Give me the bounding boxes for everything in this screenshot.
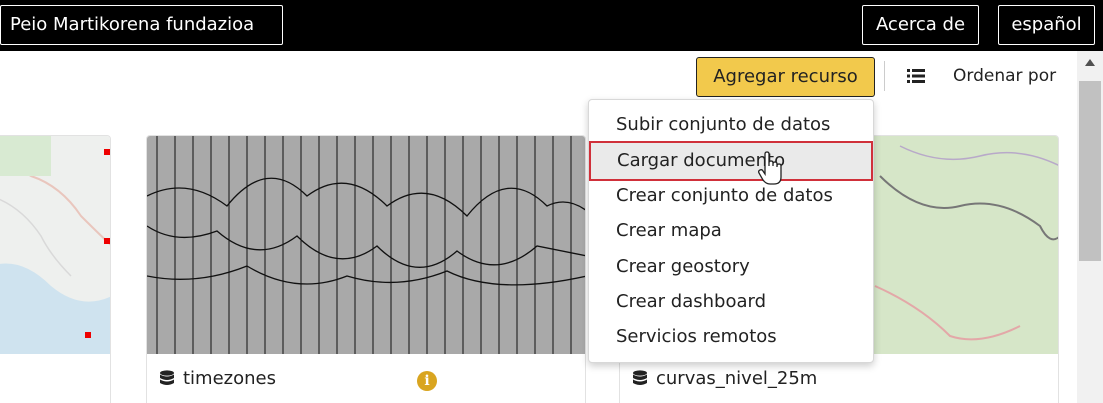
sort-by-button[interactable]: Ordenar por [953, 66, 1057, 86]
brand-link[interactable]: Peio Martikorena fundazioa [0, 5, 283, 45]
about-link[interactable]: Acerca de [862, 5, 979, 45]
database-icon [633, 369, 647, 385]
card-title[interactable]: timezones [159, 368, 276, 389]
info-icon[interactable]: i [417, 371, 437, 391]
toolbar-divider [884, 61, 885, 91]
map-thumbnail [0, 136, 110, 354]
timezones-thumbnail [147, 136, 585, 354]
menu-item-upload-document[interactable]: Cargar documento [589, 141, 873, 181]
resource-card[interactable]: timezones i [146, 135, 586, 403]
card-title-text: curvas_nivel_25m [656, 368, 818, 389]
language-selector[interactable]: español [998, 5, 1095, 45]
resource-card[interactable] [0, 135, 111, 403]
card-title[interactable]: curvas_nivel_25m [632, 368, 817, 389]
hand-cursor-icon [758, 151, 782, 185]
menu-item-remote-services[interactable]: Servicios remotos [616, 326, 777, 347]
scroll-up-arrow-icon[interactable] [1085, 59, 1095, 66]
menu-item-create-geostory[interactable]: Crear geostory [616, 256, 750, 277]
scrollbar-thumb[interactable] [1079, 81, 1101, 261]
vertical-scrollbar[interactable] [1077, 51, 1103, 403]
card-title-text: timezones [183, 368, 276, 389]
database-icon [160, 369, 174, 385]
add-resource-button[interactable]: Agregar recurso [696, 57, 875, 97]
menu-item-create-dashboard[interactable]: Crear dashboard [616, 291, 767, 312]
top-navbar: Peio Martikorena fundazioa Acerca de esp… [0, 0, 1103, 51]
menu-item-upload-dataset[interactable]: Subir conjunto de datos [616, 114, 831, 135]
list-view-icon[interactable] [907, 69, 925, 83]
menu-item-create-dataset[interactable]: Crear conjunto de datos [616, 185, 833, 206]
add-resource-menu: Subir conjunto de datos Cargar documento… [588, 99, 874, 363]
menu-item-create-map[interactable]: Crear mapa [616, 220, 722, 241]
